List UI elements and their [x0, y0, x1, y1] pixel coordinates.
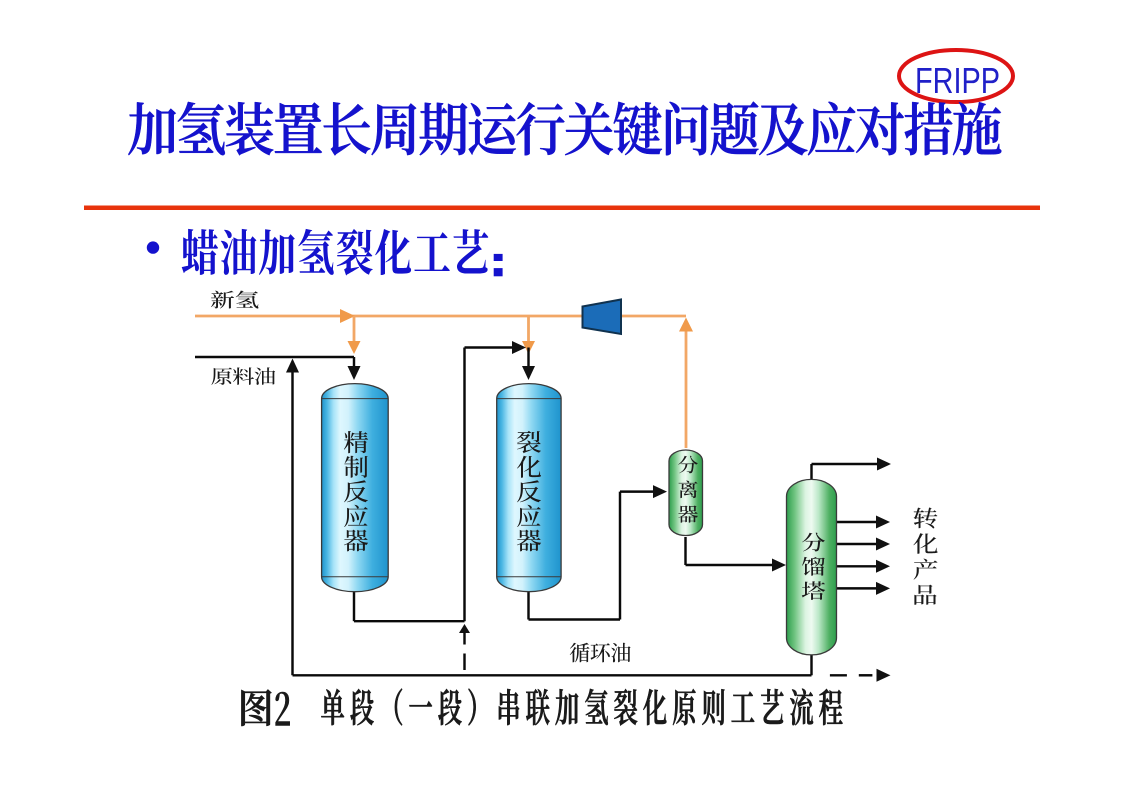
svg-text:FRIPP: FRIPP: [915, 60, 1000, 101]
